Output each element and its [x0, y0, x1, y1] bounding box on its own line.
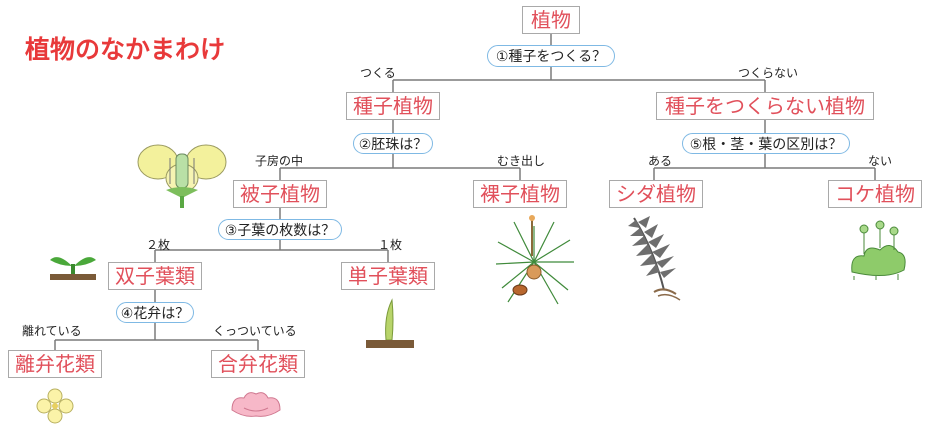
node-ferns: シダ植物	[609, 180, 703, 208]
question-seeds: ①種子をつくる？	[487, 45, 615, 67]
root-node: 植物	[522, 6, 580, 34]
node-mosses: コケ植物	[828, 180, 922, 208]
node-seed-plants: 種子植物	[346, 92, 440, 120]
node-polypetalous: 離弁花類	[8, 350, 102, 378]
branch-label-separate: 離れている	[22, 324, 82, 338]
monocot-sprout-illustration	[366, 298, 414, 348]
question-cotyledons: ③子葉の枚数は？	[218, 219, 342, 240]
fused-petal-flower-illustration	[231, 392, 281, 417]
question-root-stem-leaf: ⑤根・茎・葉の区別は？	[682, 133, 850, 154]
moss-illustration	[851, 220, 906, 280]
seedling-illustration	[50, 257, 96, 280]
branch-label-exposed: むき出し	[497, 154, 546, 168]
branch-label-no-seeds: つくらない	[738, 66, 799, 80]
branch-label-none: ない	[868, 154, 893, 168]
node-gymnosperms: 裸子植物	[473, 180, 567, 208]
node-dicots: 双子葉類	[108, 262, 202, 290]
fern-illustration	[628, 216, 681, 301]
question-petals: ④花弁は？	[116, 302, 194, 323]
branch-label-one-leaf: １枚	[378, 238, 403, 252]
page-title: 植物のなかまわけ	[25, 35, 226, 64]
branch-label-joined: くっついている	[213, 324, 297, 338]
branch-label-two-leaves: ２枚	[146, 238, 171, 252]
flower-cross-section-illustration	[137, 144, 227, 208]
branch-label-makes-seeds: つくる	[360, 66, 396, 80]
branch-label-has: ある	[648, 154, 673, 168]
four-petal-flower-illustration	[36, 388, 74, 424]
pine-branch-illustration	[495, 215, 574, 305]
node-monocots: 単子葉類	[341, 262, 435, 290]
node-non-seed-plants: 種子をつくらない植物	[656, 92, 874, 120]
branch-label-in-ovary: 子房の中	[255, 154, 304, 168]
node-angiosperms: 被子植物	[233, 180, 327, 208]
node-sympetalous: 合弁花類	[211, 350, 305, 378]
question-ovule: ②胚珠は？	[353, 133, 433, 154]
